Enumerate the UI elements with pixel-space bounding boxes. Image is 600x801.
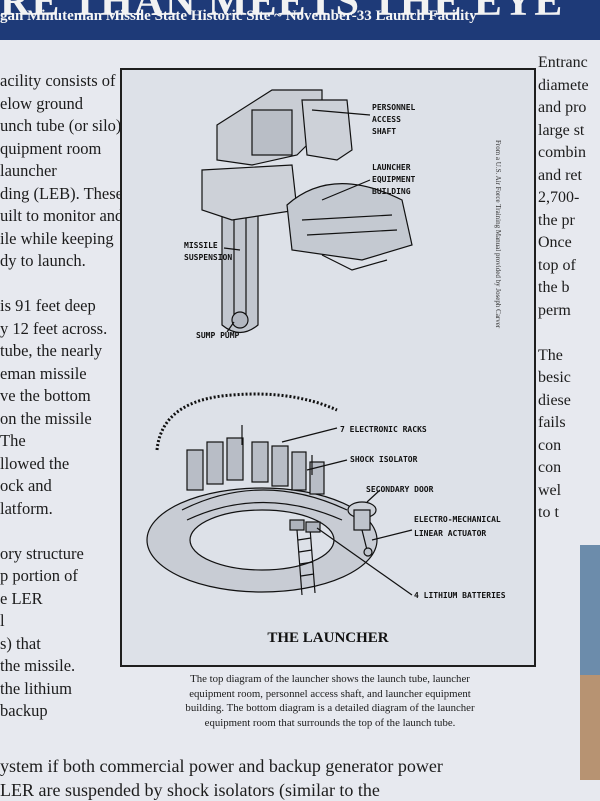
text-line: on the missile [0, 408, 92, 428]
text-line: The [538, 346, 563, 364]
text-line: ory structure [0, 543, 84, 563]
text-line: wel [538, 481, 562, 499]
launcher-diagram-panel: PERSONNEL ACCESS SHAFT LAUNCHER EQUIPMEN… [120, 68, 536, 667]
figure-caption: The top diagram of the launcher shows th… [140, 672, 520, 730]
figure-title: THE LAUNCHER [267, 630, 389, 646]
text-line: launcher [0, 161, 57, 180]
text-line: The [0, 431, 26, 450]
text-line: acility consists of [0, 71, 116, 90]
text-line: large st [538, 121, 585, 139]
text-line: and pro [538, 99, 587, 116]
text-line: Once [538, 234, 572, 251]
caption-line: building. The bottom diagram is a detail… [185, 702, 475, 714]
label-personnel-shaft: ACCESS [372, 115, 401, 124]
text-line: y 12 feet across. [0, 318, 108, 338]
label-actuator: LINEAR ACTUATOR [414, 529, 486, 538]
label-leb: LAUNCHER [372, 163, 411, 172]
text-line: combin [538, 144, 586, 161]
text-line: is 91 feet deep [0, 296, 96, 315]
bottom-text-line: ystem if both commercial power and backu… [0, 756, 443, 776]
photo-thumbnail [580, 545, 600, 780]
caption-line: equipment room, personnel access shaft, … [189, 687, 471, 700]
label-electronic-racks: 7 ELECTRONIC RACKS [340, 425, 427, 434]
text-line: dy to launch. [0, 251, 86, 270]
text-line: top of [538, 256, 576, 274]
banner-subtitle: gan Minuteman Missile State Historic Sit… [0, 8, 477, 24]
label-sump-pump: SUMP PUMP [196, 331, 240, 340]
text-line: elow ground [0, 93, 83, 113]
bottom-text-line: LER are suspended by shock isolators (si… [0, 780, 380, 800]
text-line [0, 273, 140, 296]
text-line: diese [538, 391, 571, 409]
right-column-text: Entranc diamete and pro large st combin … [538, 52, 600, 525]
text-line: quipment room [0, 138, 102, 158]
left-column-text: acility consists of elow ground unch tub… [0, 70, 140, 723]
banner-title: RE THAN MEETS THE EYE [0, 0, 564, 25]
label-lithium-batteries: 4 LITHIUM BATTERIES [414, 591, 506, 600]
text-line: latform. [0, 498, 53, 518]
launcher-diagram: PERSONNEL ACCESS SHAFT LAUNCHER EQUIPMEN… [146, 89, 506, 600]
text-line: and ret [538, 166, 582, 184]
text-line: con [538, 459, 562, 476]
label-leb: EQUIPMENT [372, 175, 416, 184]
caption-line: The top diagram of the launcher shows th… [190, 673, 470, 685]
label-missile-suspension: SUSPENSION [184, 253, 232, 262]
text-line: ile while keeping [0, 228, 114, 248]
text-line: unch tube (or silo), [0, 116, 126, 135]
text-line: llowed the [0, 453, 70, 473]
text-line: perm [538, 301, 571, 319]
text-line: fails [538, 414, 566, 431]
top-diagram [201, 89, 413, 334]
text-line: backup [0, 701, 48, 720]
label-personnel-shaft: PERSONNEL [372, 103, 416, 112]
text-line: tube, the nearly [0, 341, 103, 360]
label-leb: BUILDING [372, 187, 411, 196]
label-actuator: ELECTRO-MECHANICAL [414, 515, 501, 524]
bottom-diagram [146, 392, 413, 596]
text-line: eman missile [0, 363, 87, 383]
text-line: besic [538, 369, 571, 386]
label-missile-suspension: MISSILE [184, 241, 218, 250]
text-line: the b [538, 279, 570, 296]
text-line: p portion of [0, 566, 78, 585]
label-shock-isolator: SHOCK ISOLATOR [350, 455, 418, 464]
text-line [0, 520, 140, 543]
label-personnel-shaft: SHAFT [372, 127, 396, 136]
bottom-diagram-labels: 7 ELECTRONIC RACKS SHOCK ISOLATOR SECOND… [340, 425, 506, 600]
text-line: ock and [0, 476, 52, 495]
text-line [538, 322, 600, 345]
text-line: ve the bottom [0, 386, 91, 405]
text-line: to t [538, 504, 559, 521]
text-line: Entranc [538, 54, 588, 71]
text-line: con [538, 436, 562, 454]
text-line: the pr [538, 211, 575, 229]
text-line: diamete [538, 76, 589, 94]
text-line: the missile. [0, 656, 76, 675]
text-line: e LER [0, 588, 43, 608]
text-line: l [0, 611, 5, 630]
label-secondary-door: SECONDARY DOOR [366, 485, 434, 494]
text-line: uilt to monitor and [0, 206, 124, 225]
text-line: ding (LEB). These [0, 183, 123, 203]
caption-line: equipment room that surrounds the top of… [204, 716, 456, 729]
text-line: the lithium [0, 678, 72, 698]
text-line: 2,700- [538, 189, 580, 206]
header-banner: RE THAN MEETS THE EYE gan Minuteman Miss… [0, 0, 600, 40]
text-line: s) that [0, 633, 41, 653]
figure-credit: From a U.S. Air Force Training Manual pr… [494, 140, 502, 329]
top-diagram-labels: PERSONNEL ACCESS SHAFT LAUNCHER EQUIPMEN… [184, 103, 416, 340]
